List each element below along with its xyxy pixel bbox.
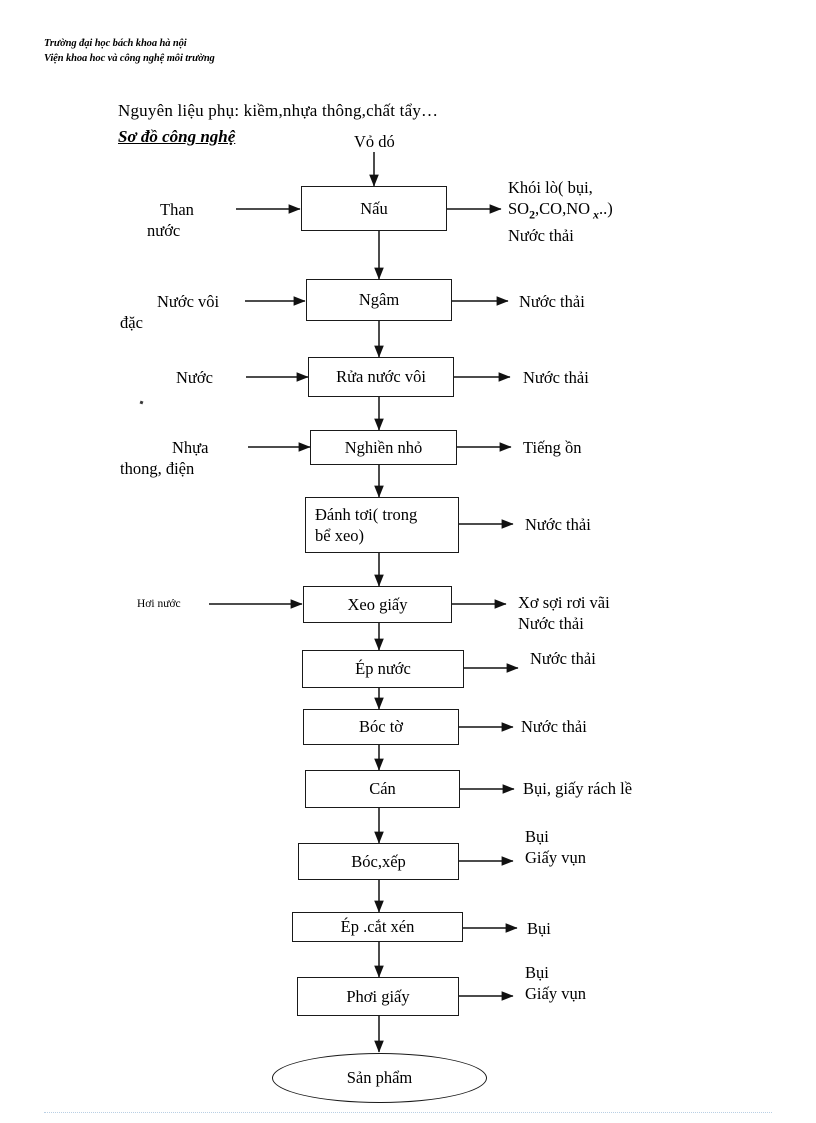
output-label-nghien-nho: Tiếng ồn (523, 438, 582, 457)
input-label-ngam: Nước vôi đặc (120, 291, 220, 333)
output-line: Bụi (525, 827, 549, 846)
output-label-boc-xep: Bụi Giấy vụn (525, 826, 586, 868)
process-label: Xeo giấy (347, 594, 408, 614)
process-box-nghien-nho[interactable]: Nghiền nhỏ (310, 430, 457, 465)
input-label-xeo-giay: Hơi nước (137, 598, 181, 610)
output-line: Giấy vụn (525, 848, 586, 867)
terminal-label: Sản phẩm (346, 1068, 413, 1087)
output-line: Khói lò( bụi, (508, 178, 593, 197)
process-label: Nghiền nhỏ (344, 437, 423, 457)
output-line: Xơ sợi rơi vãi (518, 593, 610, 612)
process-box-boc-xep[interactable]: Bóc,xếp (298, 843, 459, 880)
process-label: Ép nước (355, 659, 411, 678)
process-box-ep-nuoc[interactable]: Ép nước (302, 650, 464, 688)
process-box-phoi-giay[interactable]: Phơi giấy (297, 977, 459, 1016)
output-label-can: Bụi, giấy rách lề (523, 779, 633, 798)
input-line: Nhựa (172, 438, 209, 457)
output-label-ep-nuoc: Nước thải (530, 649, 596, 668)
process-label: Ngâm (358, 290, 400, 309)
output-label-nau: Khói lò( bụi, SO2,CO,NO x..) Nước thải (508, 177, 613, 246)
terminal-node-san-pham[interactable]: Sản phẩm (272, 1053, 487, 1103)
process-box-nau[interactable]: Nấu (301, 186, 447, 231)
page-title: Sơ đồ công nghệ (118, 127, 236, 146)
input-label-nghien-nho: Nhựa thong, điện (120, 437, 209, 479)
process-box-xeo-giay[interactable]: Xeo giấy (303, 586, 452, 623)
input-line: đặc (120, 313, 143, 332)
output-line-formula: SO2,CO,NO x..) (508, 199, 613, 222)
auxiliary-materials-note: Nguyên liệu phụ: kiềm,nhựa thông,chất tẩ… (118, 101, 439, 120)
process-box-can[interactable]: Cán (305, 770, 460, 808)
process-label: Cán (369, 779, 396, 798)
output-label-ep-cat-xen: Bụi (527, 919, 551, 938)
output-line: Nước thải (518, 614, 584, 633)
process-label: Rửa nước vôi (336, 367, 426, 386)
start-input-label: Vỏ dó (354, 132, 395, 151)
process-box-ngam[interactable]: Ngâm (306, 279, 452, 321)
process-box-ep-cat-xen[interactable]: Ép .cắt xén (292, 912, 463, 942)
input-label-nau: Than nước (147, 199, 194, 241)
input-line: Than (160, 200, 194, 219)
process-label: Nấu (360, 198, 388, 218)
input-label-rua-nuoc-voi: Nước (176, 368, 213, 387)
input-line: nước (147, 221, 181, 240)
process-label: Phơi giấy (346, 986, 410, 1006)
output-line: Bụi (525, 963, 549, 982)
input-line: thong, điện (120, 459, 195, 478)
process-label: Ép .cắt xén (340, 917, 415, 936)
output-label-rua-nuoc-voi: Nước thải (523, 368, 589, 387)
process-box-rua-nuoc-voi[interactable]: Rửa nước vôi (308, 357, 454, 397)
input-line: Nước vôi (157, 292, 220, 311)
process-label: Bóc tờ (358, 717, 403, 736)
process-label: Đánh tơi( trong bể xeo) (315, 505, 418, 545)
output-label-phoi-giay: Bụi Giấy vụn (525, 962, 586, 1004)
output-label-danh-toi: Nước thải (525, 515, 591, 534)
output-line: Nước thải (508, 226, 574, 246)
output-label-xeo-giay: Xơ sợi rơi vãi Nước thải (518, 592, 610, 634)
output-line: Giấy vụn (525, 984, 586, 1003)
process-box-danh-toi[interactable]: Đánh tơi( trong bể xeo) (305, 497, 459, 553)
process-box-boc-to[interactable]: Bóc tờ (303, 709, 459, 745)
stray-ink-mark (139, 400, 144, 405)
output-label-boc-to: Nước thải (521, 717, 587, 736)
process-label: Bóc,xếp (351, 851, 406, 871)
institution-header: Trường đại học bách khoa hà nội Viện kho… (44, 36, 444, 66)
footer-divider (44, 1112, 772, 1114)
institute-name: Viện khoa hoc và công nghệ môi trường (44, 53, 215, 64)
output-label-ngam: Nước thải (519, 292, 585, 311)
university-name: Trường đại học bách khoa hà nội (44, 38, 187, 49)
